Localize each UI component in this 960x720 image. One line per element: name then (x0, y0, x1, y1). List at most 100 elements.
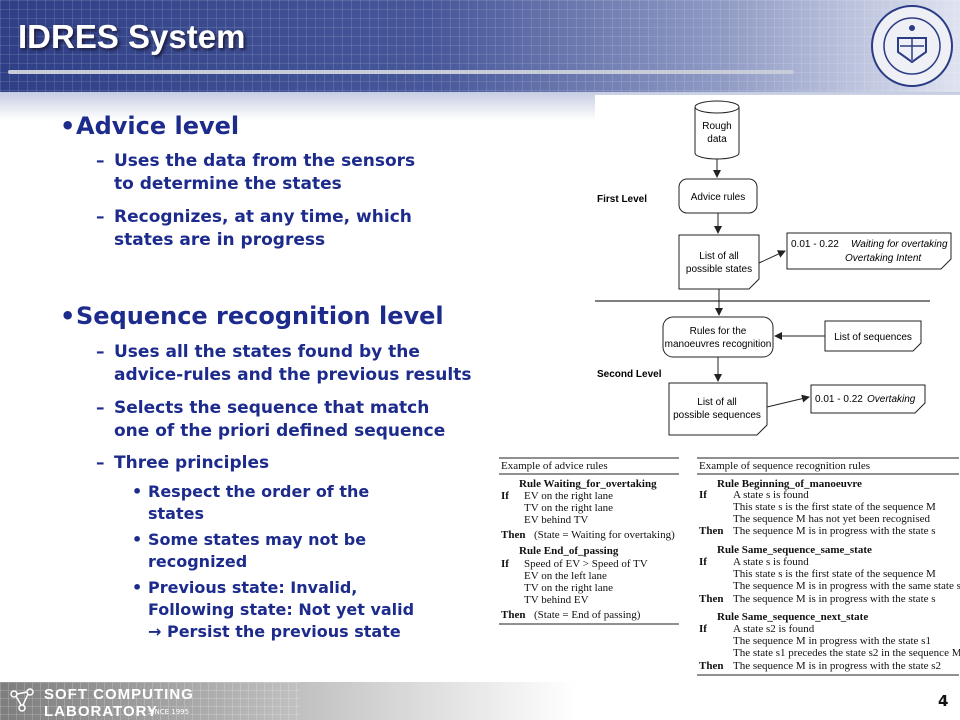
lab-since: SINCE 1995 (148, 708, 190, 716)
sequence-rules-table: Example of sequence recognition rules Ru… (697, 457, 960, 676)
sequence-item-3-line1: Three principles (114, 453, 270, 473)
page-number: 4 (938, 692, 949, 710)
advice-item-1: –Uses the data from the sensors to deter… (96, 151, 416, 194)
sequence-heading-text: Sequence recognition level (76, 302, 444, 330)
sequence-table-title: Example of sequence recognition rules (699, 460, 870, 472)
second-level-label: Second Level (597, 369, 662, 380)
sequence-rule-1-if: If (699, 489, 707, 501)
sequence-rule-1-name: Rule Beginning_of_manoeuvre (717, 478, 862, 490)
advice-table-title: Example of advice rules (501, 460, 608, 472)
sequences-output-label-1: List of all (697, 397, 736, 408)
principle-3-line1: Previous state: Invalid, (148, 578, 358, 597)
manoeuvre-rules-label-2: manoeuvres recognition (665, 339, 772, 350)
sequence-rule-1-cond-1: A state s is found (733, 489, 809, 501)
manoeuvre-rules-box (662, 316, 774, 358)
advice-rule-2-then: Then (501, 609, 525, 621)
sequence-rule-3-cond-1: A state s2 is found (733, 623, 815, 635)
principle-2: •Some states may not be recognized (132, 530, 367, 571)
footer-band (0, 682, 960, 720)
advice-rule-1-if: If (501, 490, 509, 502)
advice-rules-table: Example of advice rules Rule Waiting_for… (499, 457, 679, 625)
first-level-label: First Level (597, 194, 647, 205)
sequences-list-document (824, 320, 922, 352)
sequence-item-1-line2: advice-rules and the previous results (114, 365, 472, 385)
title-underline (8, 70, 794, 74)
principle-3-line2: Following state: Not yet valid (148, 600, 415, 619)
principle-1: •Respect the order of the states (132, 482, 370, 523)
advice-rule-1-name: Rule Waiting_for_overtaking (519, 478, 657, 490)
sequence-rule-2-cond-2: This state s is the first state of the s… (733, 568, 936, 580)
sequence-rule-2-cond-1: A state s is found (733, 556, 809, 568)
sequence-rule-3-cond-3: The state s1 precedes the state s2 in th… (733, 647, 960, 659)
section-heading-advice: •Advice level (60, 112, 240, 140)
sequence-rule-2-if: If (699, 556, 707, 568)
advice-item-1-line1: Uses the data from the sensors (114, 151, 416, 171)
principle-1-line1: Respect the order of the (148, 482, 370, 501)
note-1-intent: Overtaking Intent (845, 253, 922, 264)
sequence-item-3: –Three principles (96, 453, 270, 473)
advice-item-2-line1: Recognizes, at any time, which (114, 207, 412, 227)
rules-tables: Example of advice rules Rule Waiting_for… (497, 456, 960, 680)
sequence-rule-1-then: Then (699, 525, 723, 537)
manoeuvre-rules-label-1: Rules for the (690, 326, 747, 337)
note-1-document (786, 232, 952, 270)
advice-rule-2-name: Rule End_of_passing (519, 545, 619, 557)
states-list-label-2: possible states (686, 264, 752, 275)
advice-rule-1-cond-3: EV behind TV (524, 514, 588, 526)
sequence-rule-1-result: The sequence M is in progress with the s… (733, 525, 936, 537)
sequences-output-label-2: possible sequences (673, 410, 761, 421)
rough-data-label-2: data (707, 134, 727, 145)
advice-rule-2-cond-1: Speed of EV > Speed of TV (524, 558, 648, 570)
section-heading-sequence: •Sequence recognition level (60, 302, 444, 330)
sequence-rule-1-cond-2: This state s is the first state of the s… (733, 501, 936, 513)
sequence-rule-2-result: The sequence M is in progress with the s… (733, 593, 936, 605)
sequence-item-2-line1: Selects the sequence that match (114, 398, 430, 418)
note-1-state: Waiting for overtaking (851, 239, 948, 250)
sequence-item-1: –Uses all the states found by the advice… (96, 342, 472, 385)
rough-data-cylinder: Rough data (694, 100, 740, 160)
sequence-item-2: –Selects the sequence that match one of … (96, 398, 446, 441)
flowchart-diagram: Rough data First Level Advice rules List… (595, 95, 960, 455)
advice-item-2-line2: states are in progress (114, 230, 326, 250)
advice-rule-1-cond-2: TV on the right lane (524, 502, 613, 514)
lab-name-line2: LABORATORY (44, 703, 158, 720)
rough-data-label-1: Rough (702, 121, 731, 132)
advice-heading-text: Advice level (76, 112, 240, 140)
advice-item-2: –Recognizes, at any time, which states a… (96, 207, 412, 250)
sequence-rule-2-name: Rule Same_sequence_same_state (717, 544, 872, 556)
header-band (0, 0, 960, 92)
advice-rule-1-cond-1: EV on the right lane (524, 490, 613, 502)
states-list-document (678, 234, 760, 290)
note-2-document (810, 384, 926, 414)
advice-rule-2-cond-3: TV on the right lane (524, 582, 613, 594)
sequence-rule-1-cond-3: The sequence M has not yet been recognis… (733, 513, 931, 525)
sequence-item-1-line1: Uses all the states found by the (114, 342, 420, 362)
principle-2-line2: recognized (148, 552, 248, 571)
principle-2-line1: Some states may not be (148, 530, 367, 549)
advice-rule-1-then: Then (501, 529, 525, 541)
university-seal-icon (871, 5, 953, 87)
advice-item-1-line2: to determine the states (114, 174, 342, 194)
advice-rules-label: Advice rules (691, 192, 745, 203)
note-2-time: 0.01 - 0.22 (815, 394, 863, 405)
principle-3-line3: → Persist the previous state (148, 622, 401, 641)
sequences-output-document (668, 382, 768, 436)
header-grid-pattern (0, 0, 960, 92)
advice-rule-2-if: If (501, 558, 509, 570)
advice-rule-2-cond-2: EV on the left lane (524, 570, 607, 582)
advice-rule-2-cond-4: TV behind EV (524, 594, 589, 606)
sequence-rule-2-cond-3: The sequence M is in progress with the s… (733, 580, 960, 592)
note-1-time: 0.01 - 0.22 (791, 239, 839, 250)
advice-rule-2-result: (State = End of passing) (534, 609, 641, 621)
sequence-rule-3-if: If (699, 623, 707, 635)
slide-title: IDRES System (18, 18, 246, 55)
advice-rule-1-result: (State = Waiting for overtaking) (534, 529, 675, 541)
sequence-rule-2-then: Then (699, 593, 723, 605)
sequence-rule-3-name: Rule Same_sequence_next_state (717, 611, 868, 623)
lab-name-line1: SOFT COMPUTING (44, 686, 194, 703)
sequence-rule-3-then: Then (699, 660, 723, 672)
sequence-rule-3-result: The sequence M is in progress with the s… (733, 660, 941, 672)
sequences-list-label: List of sequences (834, 332, 912, 343)
principle-3: •Previous state: Invalid, Following stat… (132, 578, 415, 641)
sequence-item-2-line2: one of the priori defined sequence (114, 421, 446, 441)
